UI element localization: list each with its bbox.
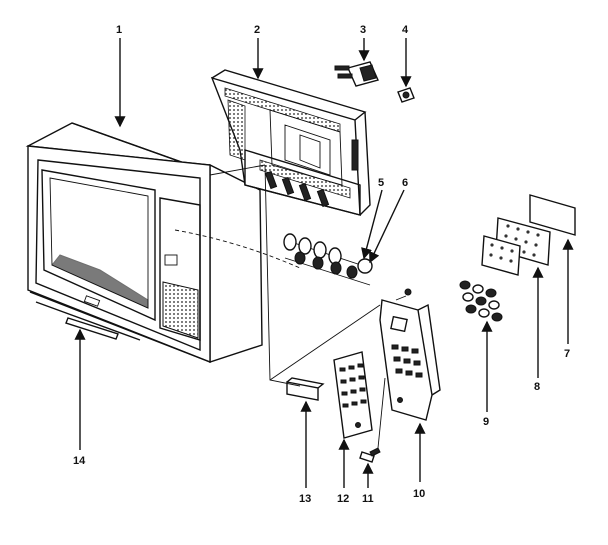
callout-2: 2 [254,24,260,36]
callout-10: 10 [413,488,425,500]
callout-13: 13 [299,493,311,505]
callout-8: 8 [534,381,540,393]
clip [397,87,415,103]
knob-row [283,233,373,286]
callout-12: 12 [337,493,349,505]
connector-plug [334,61,379,87]
callout-7: 7 [564,348,570,360]
cover-block [286,381,319,401]
callout-3: 3 [360,24,366,36]
back-cover [210,69,371,216]
callout-4: 4 [402,24,409,36]
tv-cabinet [25,122,263,364]
assembly-guides [174,164,386,449]
remote-housing [379,299,441,421]
callout-11: 11 [362,493,374,505]
callout-6: 6 [402,177,408,189]
plate [529,194,576,236]
keypad-panel [333,351,373,439]
callout-9: 9 [483,416,489,428]
callout-1: 1 [116,24,122,36]
small-screw [395,288,412,301]
leader-lines [74,38,574,488]
screw [359,447,381,463]
trim-bar [65,317,119,340]
callout-14: 14 [73,455,86,467]
callout-5: 5 [378,177,384,189]
button-caps [459,280,503,322]
